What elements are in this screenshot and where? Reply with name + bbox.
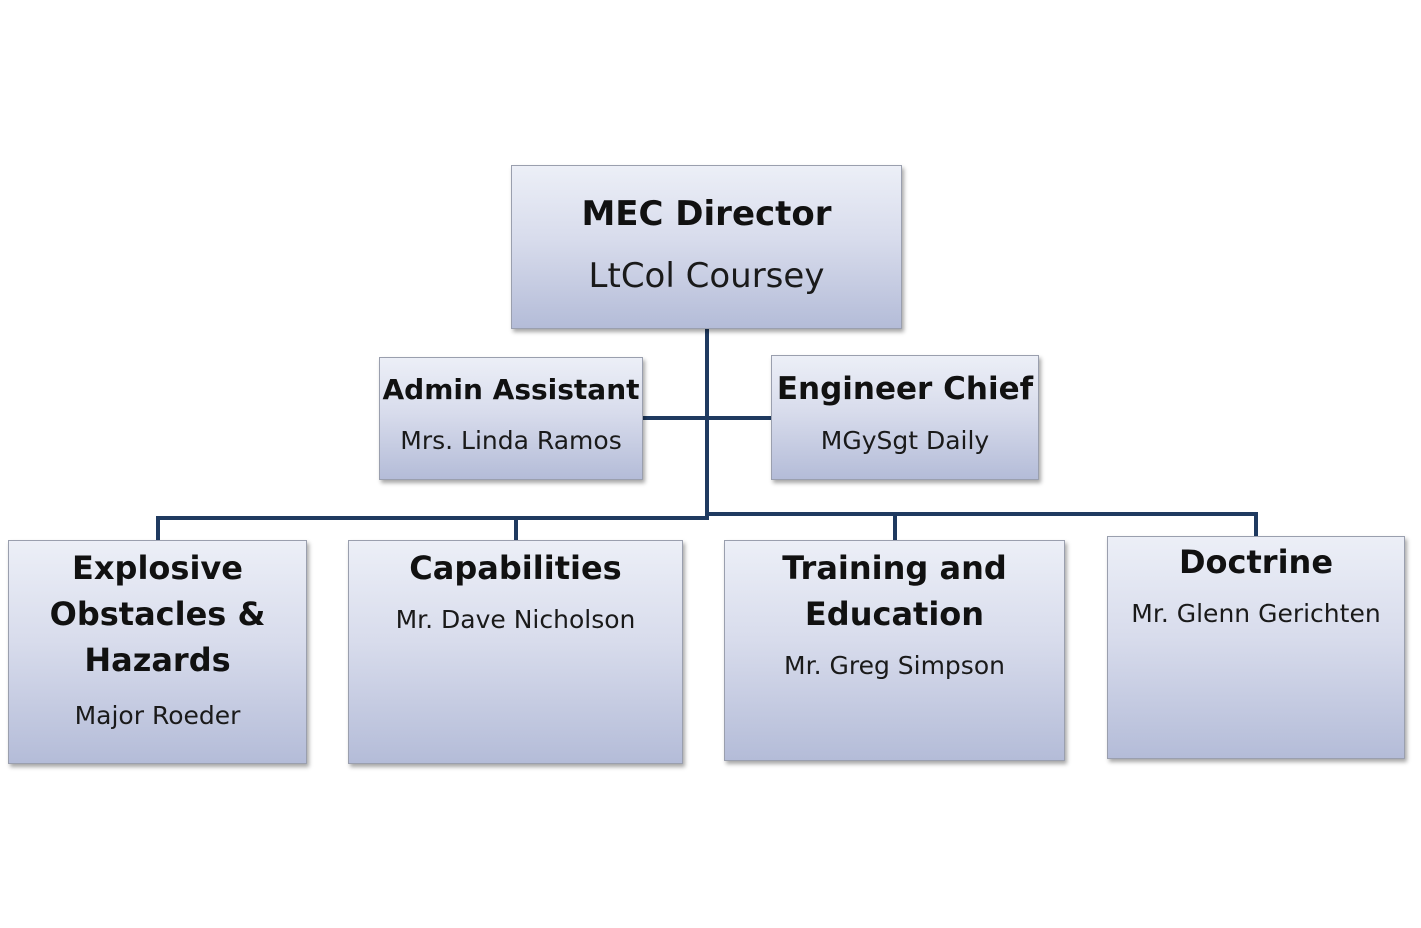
node-role: Engineer Chief bbox=[776, 371, 1034, 407]
left-branch-line bbox=[156, 516, 709, 542]
node-role: MEC Director bbox=[581, 194, 832, 234]
right-branch-line bbox=[705, 512, 1258, 538]
node-doctrine: Doctrine Mr. Glenn Gerichten bbox=[1107, 536, 1405, 759]
node-person: Major Roeder bbox=[74, 701, 241, 730]
node-admin-assistant: Admin Assistant Mrs. Linda Ramos bbox=[379, 357, 643, 480]
node-role: Admin Assistant bbox=[382, 373, 640, 406]
node-person: LtCol Coursey bbox=[588, 256, 825, 296]
node-mec-director: MEC Director LtCol Coursey bbox=[511, 165, 902, 329]
node-person: Mr. Dave Nicholson bbox=[395, 605, 636, 634]
node-role: Explosive Obstacles & Hazards bbox=[49, 549, 266, 679]
node-person: Mr. Glenn Gerichten bbox=[1131, 599, 1381, 628]
node-person: Mr. Greg Simpson bbox=[784, 651, 1005, 680]
node-role: Training and Education bbox=[782, 549, 1007, 633]
node-explosive-obstacles-hazards: Explosive Obstacles & Hazards Major Roed… bbox=[8, 540, 307, 764]
node-role: Doctrine bbox=[1178, 543, 1334, 581]
node-capabilities: Capabilities Mr. Dave Nicholson bbox=[348, 540, 683, 764]
node-role: Capabilities bbox=[409, 549, 622, 587]
node-person: MGySgt Daily bbox=[820, 426, 990, 455]
node-training-education: Training and Education Mr. Greg Simpson bbox=[724, 540, 1065, 761]
node-person: Mrs. Linda Ramos bbox=[400, 426, 622, 455]
node-engineer-chief: Engineer Chief MGySgt Daily bbox=[771, 355, 1039, 480]
